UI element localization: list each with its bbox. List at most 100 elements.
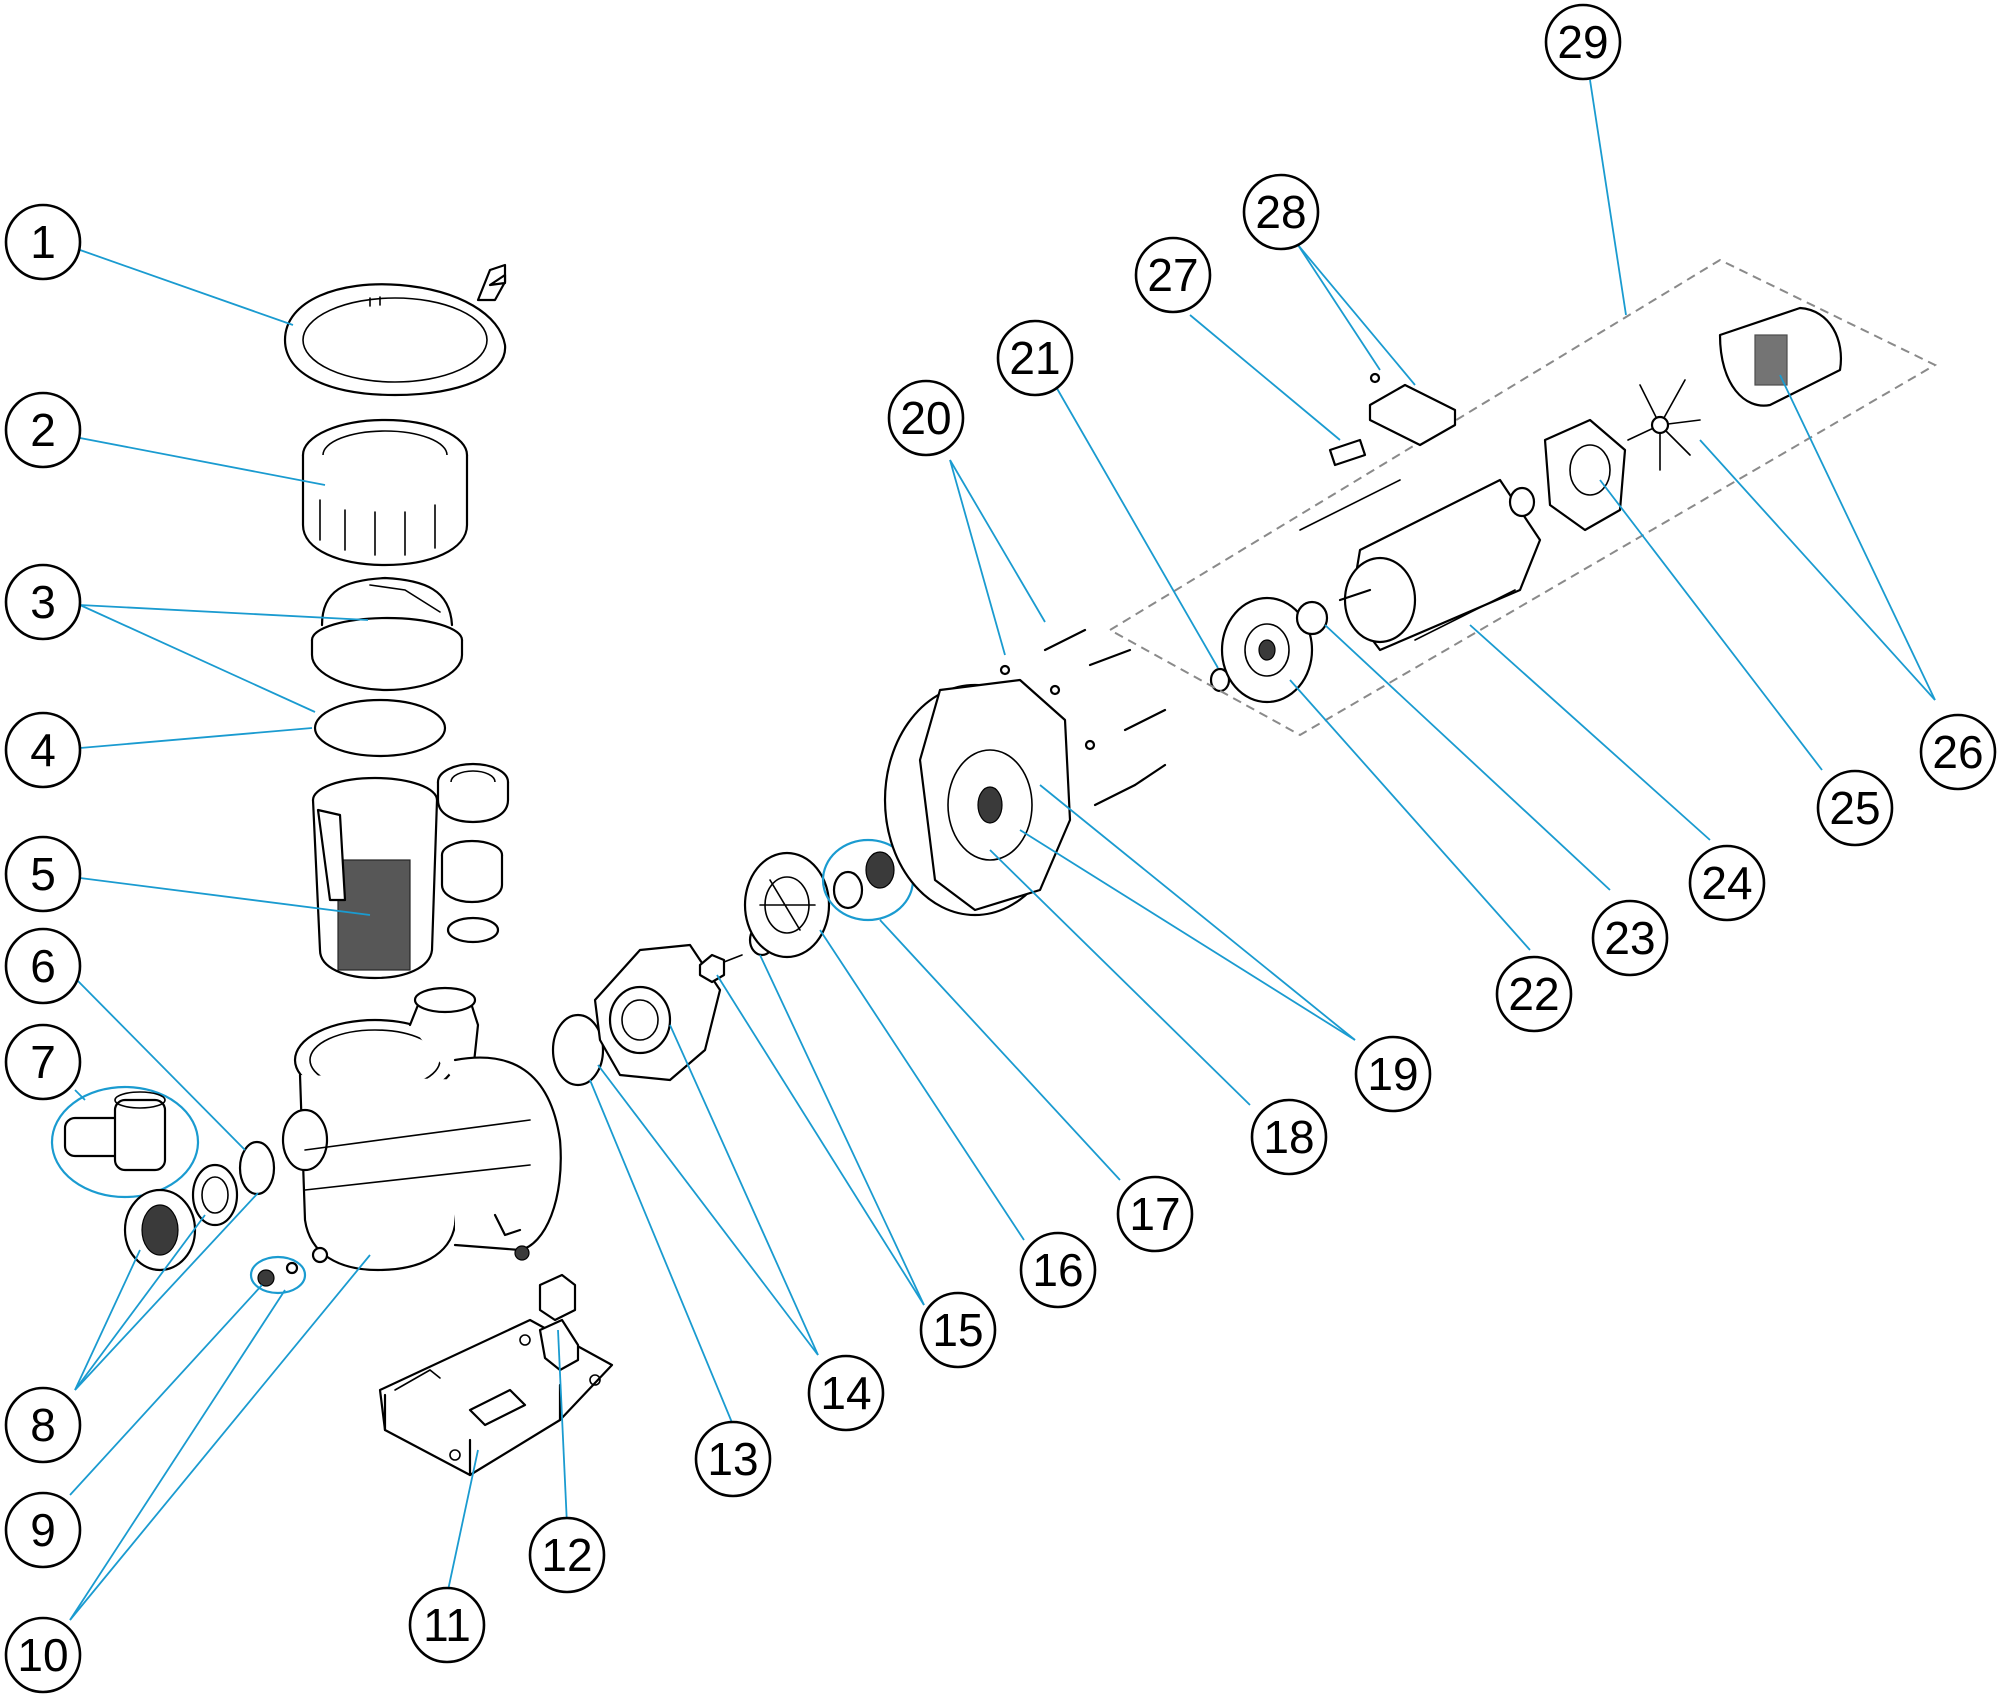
leader-28b [1297,244,1416,386]
leader-8a [74,1249,141,1391]
svg-text:13: 13 [707,1433,758,1485]
part-outlet-union [436,762,510,944]
callout-4: 4 [4,711,82,789]
group-ring-7 [50,1085,200,1199]
svg-text:5: 5 [30,848,56,900]
leader-lines [69,79,1936,1621]
svg-text:12: 12 [541,1529,592,1581]
leader-14a [597,1064,819,1356]
callout-25: 25 [1816,769,1894,847]
svg-text:18: 18 [1263,1111,1314,1163]
part-lid-o-ring [313,698,447,758]
callout-11: 11 [408,1586,486,1664]
callout-28: 28 [1242,173,1320,251]
svg-text:3: 3 [30,576,56,628]
callout-19: 19 [1354,1035,1432,1113]
callout-13: 13 [694,1420,772,1498]
svg-text:14: 14 [820,1367,871,1419]
motor-group-box [1108,258,1938,737]
svg-text:19: 19 [1367,1048,1418,1100]
svg-text:9: 9 [30,1504,56,1556]
callout-18: 18 [1250,1098,1328,1176]
svg-text:28: 28 [1255,186,1306,238]
svg-text:27: 27 [1147,249,1198,301]
callout-5: 5 [4,835,82,913]
leader-15a [716,974,925,1306]
leader-10a [69,1289,286,1621]
leader-18 [989,849,1251,1106]
leader-10b [69,1254,371,1621]
leader-8c [74,1192,259,1391]
leader-22 [1289,679,1531,951]
leader-26a [1779,374,1936,701]
svg-text:10: 10 [17,1629,68,1681]
callout-23: 23 [1591,899,1669,977]
callout-29: 29 [1544,3,1622,81]
callout-26: 26 [1919,713,1997,791]
callout-24: 24 [1688,844,1766,922]
group-ring-10 [249,1255,307,1295]
callout-7: 7 [4,1023,82,1101]
part-strainer-basket [311,776,439,980]
leader-7 [74,1089,86,1101]
callout-1: 1 [4,203,82,281]
leader-5 [79,877,371,916]
svg-text:23: 23 [1604,912,1655,964]
leader-26b [1699,439,1936,701]
leader-20a [949,459,1006,656]
part-terminal-box [1368,372,1457,447]
part-fan-and-cover [1627,306,1843,471]
svg-text:17: 17 [1129,1188,1180,1240]
callout-8: 8 [4,1386,82,1464]
callout-6: 6 [4,927,82,1005]
part-diffuser [593,943,722,1082]
callout-20: 20 [887,379,965,457]
svg-text:20: 20 [900,392,951,444]
svg-text:2: 2 [30,404,56,456]
leader-20b [949,459,1046,623]
leader-3a [79,604,369,621]
svg-text:22: 22 [1508,968,1559,1020]
svg-text:8: 8 [30,1399,56,1451]
callout-17: 17 [1116,1175,1194,1253]
svg-text:26: 26 [1932,726,1983,778]
callout-12: 12 [528,1516,606,1594]
part-rear-flange [1508,418,1627,532]
leader-21 [1054,384,1219,669]
callout-15: 15 [919,1291,997,1369]
leader-6 [74,977,246,1151]
callout-22: 22 [1495,955,1573,1033]
callout-9: 9 [4,1491,82,1569]
svg-text:15: 15 [932,1304,983,1356]
leader-2 [79,437,326,486]
part-diffuser-o-ring [551,1013,605,1087]
leader-28a [1297,244,1381,371]
pump-parts [50,258,1938,1477]
part-lid [310,576,464,692]
svg-text:4: 4 [30,724,56,776]
svg-text:25: 25 [1829,782,1880,834]
part-motor-body [1299,478,1542,652]
part-lid-ring-nut [301,418,469,567]
leader-11 [446,1449,479,1596]
leader-17 [879,919,1121,1181]
part-seal-plate [918,678,1072,912]
part-front-bearing [1295,600,1329,636]
callout-16: 16 [1019,1231,1097,1309]
callout-27: 27 [1134,236,1212,314]
part-lid-wrench [283,263,507,397]
leader-4 [79,727,313,749]
svg-text:24: 24 [1701,857,1752,909]
part-bolts [999,628,1167,807]
part-drain-plug [249,1245,530,1295]
leader-24 [1469,624,1711,841]
svg-text:16: 16 [1032,1244,1083,1296]
part-shaft-key [1328,438,1367,467]
callout-10: 10 [4,1616,82,1694]
leader-12 [557,1329,568,1526]
svg-text:6: 6 [30,940,56,992]
leader-3b [79,604,316,713]
callout-bubbles: 1 2 3 4 5 6 7 8 [4,3,1997,1694]
part-pump-body [281,986,562,1272]
